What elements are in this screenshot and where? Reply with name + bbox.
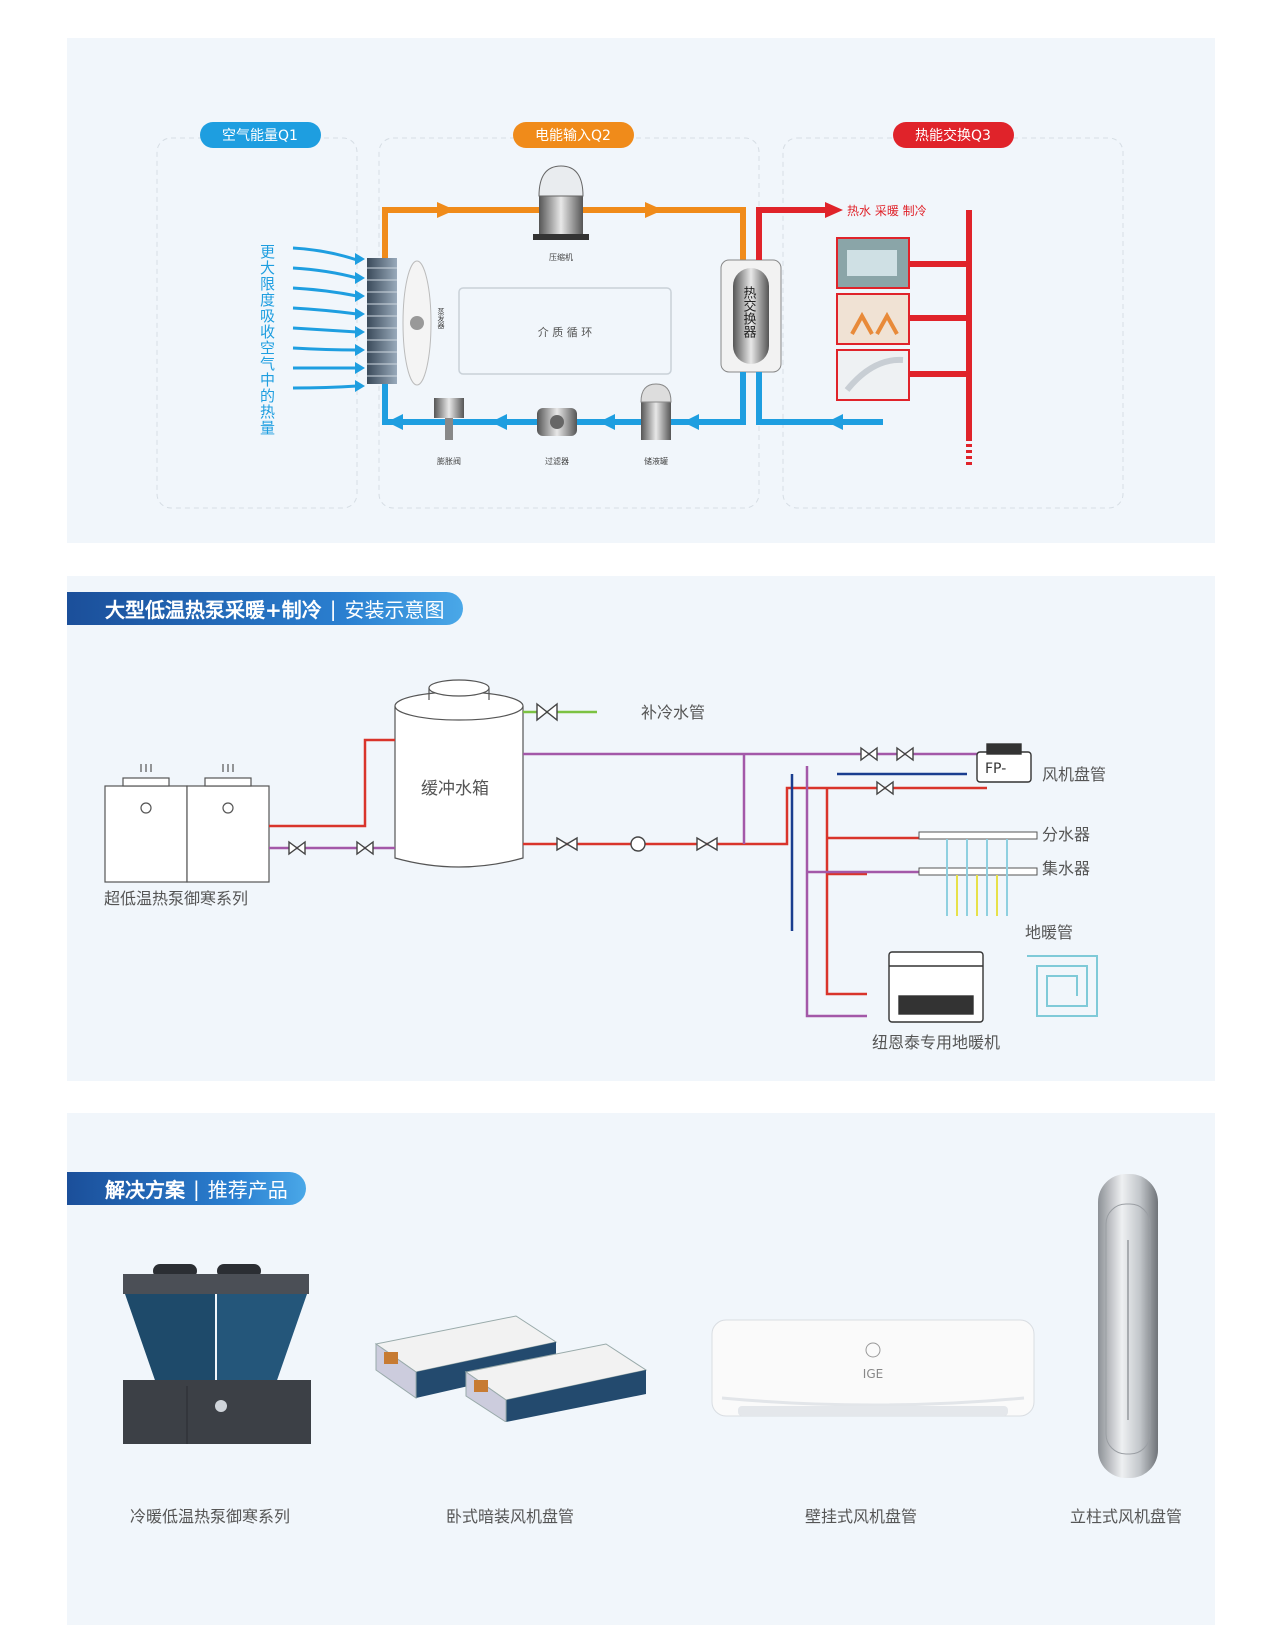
air-group-frame — [156, 137, 358, 509]
product-heat-pump-image — [123, 1264, 311, 1444]
hp-supply-pipe — [269, 738, 395, 828]
buffer-tank — [394, 679, 524, 868]
install-subtitle: 安装示意图 — [344, 598, 445, 622]
badge-air-label: 空气能量Q1 — [222, 128, 298, 144]
return-branch — [805, 766, 867, 1018]
floor-pipe-label: 地暖管 — [1025, 923, 1073, 942]
expansion-valve-label: 膨胀阀 — [437, 456, 461, 466]
install-title-banner: 大型低温热泵采暖+制冷 | 安装示意图 — [67, 592, 463, 625]
evaporator-coil — [367, 258, 397, 384]
product-label-wall-unit: 壁挂式风机盘管 — [804, 1507, 917, 1526]
product-wall-unit-image: IGE — [711, 1319, 1035, 1417]
solution-title: 解决方案 — [105, 1178, 185, 1202]
principle-panel: 空气能量Q1 电能输入Q2 热能交换Q3 更大限度吸收空气中的热量 压缩机 — [67, 38, 1215, 543]
install-diagram: 超低温热泵御寒系列 缓冲水箱 补冷水管 FP- 风机盘管 分水器 — [104, 679, 1106, 1052]
heat-pump-units — [104, 777, 270, 883]
badge-power — [513, 122, 634, 148]
badge-power-label: 电能输入Q2 — [535, 128, 611, 144]
medium-cycle-label: 介 质 循 环 — [538, 326, 593, 339]
compressor — [533, 165, 589, 240]
hot-water-pipe — [756, 207, 827, 260]
distributor-label: 分水器 — [1042, 825, 1090, 844]
solution-subtitle: 推荐产品 — [207, 1178, 288, 1202]
supply-branch — [825, 788, 867, 996]
filter-label: 过滤器 — [545, 456, 569, 466]
medium-cycle-loop — [458, 287, 672, 375]
badge-heat-label: 热能交换Q3 — [915, 127, 991, 144]
filter — [537, 408, 577, 436]
badge-air — [200, 122, 321, 148]
liquid-tank-label: 储液罐 — [644, 456, 668, 466]
heat-group-frame — [782, 137, 1124, 509]
makeup-pipe-label: 补冷水管 — [641, 703, 705, 722]
air-flow-arrows — [292, 246, 358, 390]
title-separator: | — [193, 1176, 200, 1201]
wall-unit-mark: IGE — [863, 1367, 883, 1381]
product-column-unit-image — [1098, 1174, 1158, 1478]
floor-loop-lines — [946, 839, 1008, 916]
buffer-tank-label: 缓冲水箱 — [421, 779, 489, 799]
heat-pump-label: 超低温热泵御寒系列 — [104, 889, 248, 908]
fan-coil-code: FP- — [985, 761, 1006, 777]
supply-main — [523, 786, 987, 846]
heat-exchanger-label: 热交换器 — [741, 286, 757, 339]
liquid-tank — [640, 383, 672, 440]
solution-title-banner: 解决方案 | 推荐产品 — [67, 1172, 306, 1205]
evaporator-label: 蒸发器 — [437, 307, 445, 330]
output-thumbnails — [836, 237, 910, 401]
title-separator: | — [329, 596, 337, 621]
air-caption: 更大限度吸收空气中的热量 — [258, 244, 276, 436]
floor-heating-unit — [888, 951, 984, 1023]
collector-label: 集水器 — [1042, 859, 1090, 878]
product-label-heat-pump: 冷暖低温热泵御寒系列 — [129, 1507, 290, 1526]
collector-bar — [918, 867, 1038, 876]
compressor-label: 压缩机 — [549, 252, 573, 262]
fan-coil-label: 风机盘管 — [1042, 765, 1106, 784]
principle-diagram: 空气能量Q1 电能输入Q2 热能交换Q3 更大限度吸收空气中的热量 压缩机 — [156, 122, 1124, 509]
floor-heating-coil — [1027, 955, 1098, 1017]
product-label-ducted-fancoil: 卧式暗装风机盘管 — [445, 1507, 574, 1526]
fan-coil-unit — [976, 743, 1032, 783]
expansion-valve — [434, 398, 464, 440]
distributor-bar — [918, 831, 1038, 840]
floor-unit-label: 纽恩泰专用地暖机 — [872, 1033, 1000, 1052]
heating-photo — [836, 293, 910, 345]
product-label-column-unit: 立柱式风机盘管 — [1069, 1507, 1182, 1526]
valves — [288, 702, 914, 856]
install-title: 大型低温热泵采暖+制冷 — [105, 598, 322, 622]
heat-exchanger — [720, 259, 782, 373]
product-ducted-fancoil-image — [374, 1315, 648, 1422]
badge-heat — [893, 122, 1014, 148]
outputs-label: 热水 采暖 制冷 — [847, 204, 927, 218]
